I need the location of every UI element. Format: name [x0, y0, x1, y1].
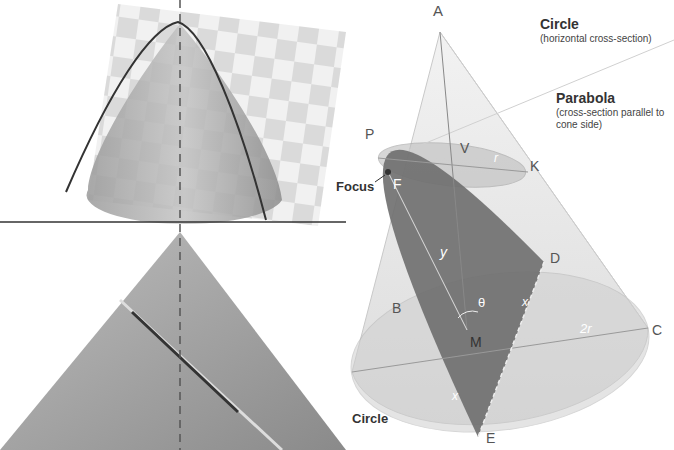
shape-note: (cross-section parallel to cone side) [556, 107, 668, 130]
focus-leader [375, 175, 385, 182]
point-letter: B [392, 300, 401, 316]
dimension: y [440, 244, 447, 260]
shape-note: (horizontal cross-section) [540, 33, 652, 45]
parabola-curve [66, 22, 266, 220]
cone-axis [440, 32, 467, 330]
divider [0, 221, 346, 223]
point-letter: M [470, 334, 482, 350]
angle-arc [458, 311, 478, 318]
axis [179, 0, 181, 450]
angle-label: θ [478, 296, 485, 311]
shape-name: Circle [540, 16, 579, 32]
dimension: 2r [580, 322, 592, 337]
focal-line [388, 172, 467, 330]
section-line [132, 312, 238, 412]
base-diameter [352, 328, 648, 372]
point-letter: V [460, 140, 469, 156]
focus-point [385, 169, 391, 175]
point-letter: P [365, 126, 374, 142]
point-letter: D [550, 250, 560, 266]
plane-edge [120, 300, 282, 450]
point-letter: F [393, 176, 402, 192]
dimension: r [494, 152, 498, 166]
callout: Focus [336, 180, 374, 195]
shape-name: Parabola [556, 90, 615, 106]
dimension: x [452, 390, 458, 404]
plane-line [385, 40, 674, 160]
cone-side-view [0, 232, 346, 450]
chord [478, 262, 544, 437]
dimension: x [522, 296, 528, 310]
point-letter: C [652, 322, 662, 338]
shape-name: Circle [352, 412, 388, 427]
point-letter: E [486, 430, 495, 446]
point-letter: K [530, 158, 539, 174]
cone-top [87, 24, 282, 224]
top-diameter [378, 158, 528, 172]
vertex-letter: A [433, 2, 443, 19]
